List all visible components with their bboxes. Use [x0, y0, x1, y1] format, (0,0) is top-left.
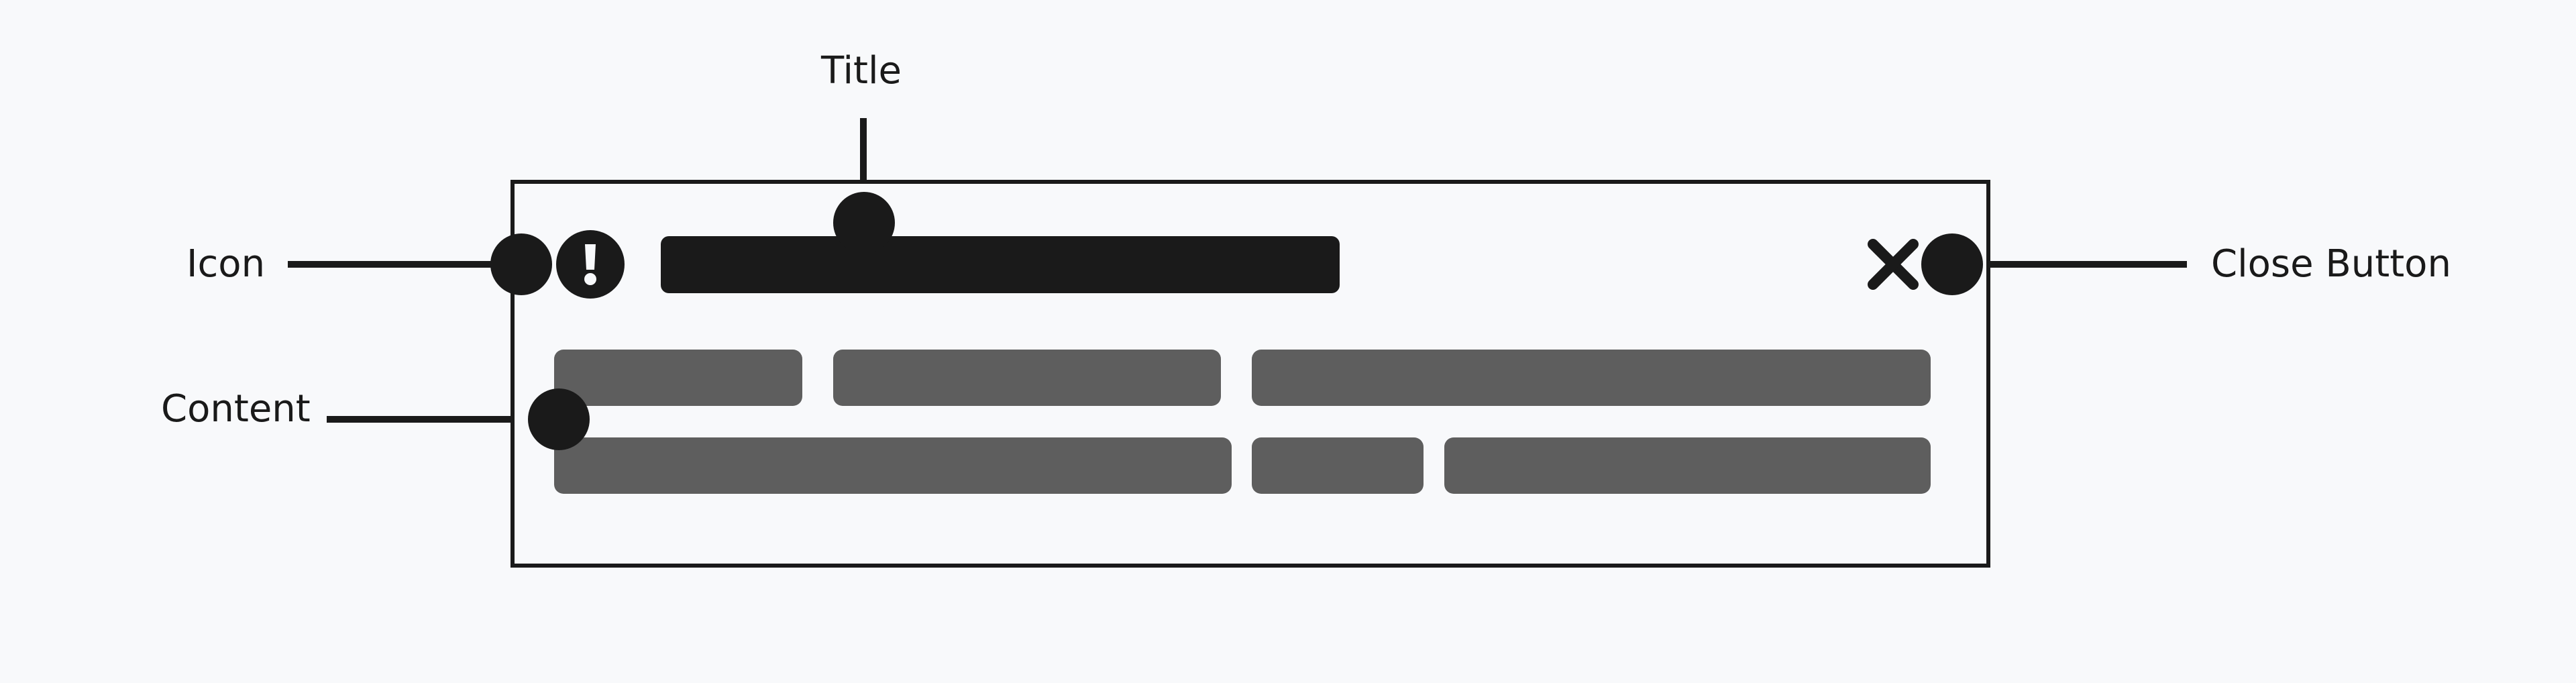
exclamation-glyph [584, 244, 596, 285]
callout-label-icon: Icon [186, 242, 266, 286]
callout-label-close-button: Close Button [2211, 242, 2451, 286]
close-x-icon [1868, 239, 1919, 290]
content-row-2-bar-3 [1444, 437, 1931, 494]
content-row-1-bar-3 [1252, 350, 1931, 406]
close-button[interactable] [1866, 238, 1920, 291]
callout-line-icon [288, 261, 502, 268]
exclamation-circle-icon [556, 230, 625, 299]
callout-marker-title [833, 192, 895, 254]
content-row-1-bar-1 [554, 350, 802, 406]
content-row-1-bar-2 [833, 350, 1221, 406]
content-row-2-bar-1 [554, 437, 1232, 494]
callout-marker-close-button [1921, 233, 1983, 295]
callout-label-content: Content [161, 387, 311, 431]
title-placeholder [661, 236, 1340, 293]
callout-line-title [860, 118, 867, 197]
callout-marker-content [528, 388, 590, 450]
callout-label-title: Title [821, 49, 902, 93]
content-row-2-bar-2 [1252, 437, 1424, 494]
callout-line-close-button [1972, 261, 2187, 268]
callout-marker-icon [490, 233, 552, 295]
callout-line-content [327, 416, 541, 423]
